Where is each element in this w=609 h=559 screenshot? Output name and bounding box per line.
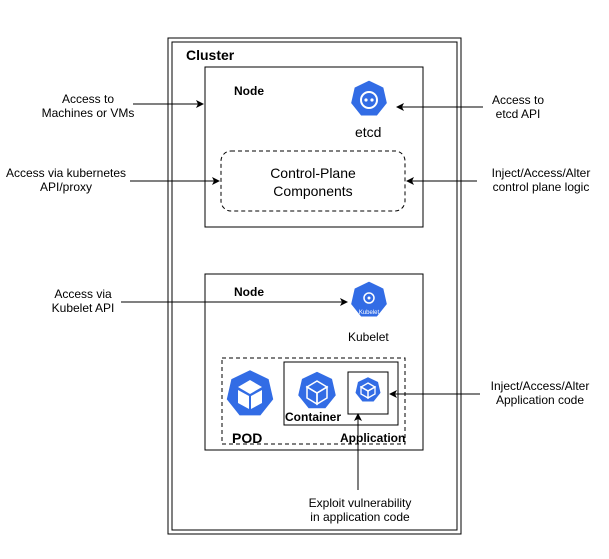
pod-label: POD	[232, 430, 263, 446]
pod-box	[221, 357, 406, 445]
attack-app-code-line2: Application code	[495, 393, 585, 407]
application-box	[347, 371, 389, 415]
control-plane-label: Control-Plane Components	[250, 164, 376, 200]
etcd-label: etcd	[355, 124, 382, 140]
container-icon	[296, 370, 338, 410]
application-icon	[354, 376, 382, 403]
attack-kubernetes-api-line1: Access via kubernetes	[5, 166, 127, 180]
attack-etcd-api-line2: etcd API	[495, 107, 541, 121]
attack-kubelet-api-label: Access via Kubelet API	[38, 287, 128, 315]
attack-app-code-line1: Inject/Access/Alter	[490, 379, 590, 393]
attack-control-plane-line1: Inject/Access/Alter	[491, 166, 591, 180]
kubelet-icon: Kubelet	[349, 280, 389, 319]
cluster-label: Cluster	[186, 47, 235, 63]
kubelet-label: Kubelet	[348, 330, 389, 344]
attack-kubelet-api-line2: Kubelet API	[51, 301, 115, 315]
node-box-top	[204, 66, 424, 228]
attack-etcd-api-line1: Access to	[491, 93, 545, 107]
attack-control-plane-label: Inject/Access/Alter control plane logic	[476, 166, 606, 194]
attack-machines-label: Access to Machines or VMs	[28, 92, 148, 120]
svg-text:Kubelet: Kubelet	[359, 310, 380, 316]
node-box-bottom	[204, 273, 424, 451]
pod-icon	[224, 368, 276, 418]
attack-control-plane-line2: control plane logic	[492, 180, 590, 194]
application-label: Application	[340, 431, 406, 445]
etcd-icon	[349, 79, 389, 118]
attack-machines-line1: Access to	[61, 92, 115, 106]
attack-kubelet-api-line1: Access via	[54, 287, 112, 301]
attack-etcd-api-label: Access to etcd API	[478, 93, 558, 121]
control-plane-label-line1: Control-Plane	[270, 165, 356, 181]
node-label-bottom: Node	[234, 285, 264, 299]
control-plane-label-line2: Components	[273, 183, 353, 199]
attack-app-code-label: Inject/Access/Alter Application code	[478, 379, 602, 407]
control-plane-box	[220, 150, 406, 212]
node-label-top: Node	[234, 84, 264, 98]
attack-exploit-line2: in application code	[310, 510, 410, 524]
container-label: Container	[285, 410, 342, 424]
attack-kubernetes-api-line2: API/proxy	[39, 180, 93, 194]
attack-machines-line2: Machines or VMs	[41, 106, 135, 120]
cluster-box	[167, 37, 462, 535]
attack-kubernetes-api-label: Access via kubernetes API/proxy	[2, 166, 130, 194]
attack-exploit-line1: Exploit vulnerability	[308, 496, 412, 510]
attack-exploit-label: Exploit vulnerability in application cod…	[298, 496, 422, 524]
